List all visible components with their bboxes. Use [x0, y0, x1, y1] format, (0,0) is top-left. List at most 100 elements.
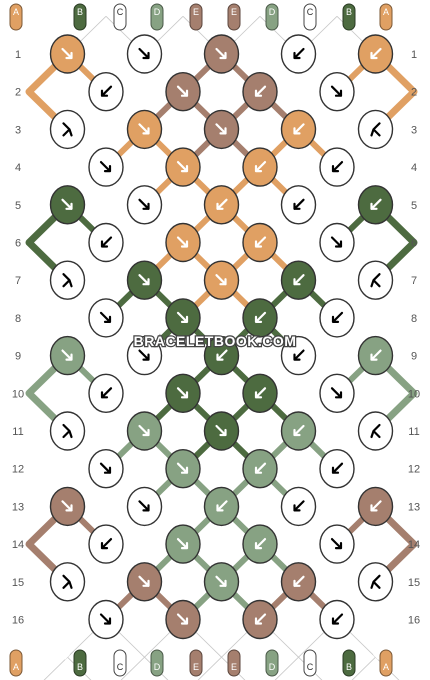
knot	[242, 599, 278, 640]
knot-arrow-icon	[370, 500, 382, 512]
strand-bottom-b	[73, 649, 87, 677]
knot	[49, 335, 86, 376]
strand-top-e-label: E	[193, 7, 199, 17]
knot-arrow-icon	[138, 198, 150, 210]
knot	[242, 524, 278, 564]
knot	[203, 260, 240, 300]
knot	[357, 411, 394, 451]
row-label-left: 14	[12, 539, 24, 551]
row-label-right: 12	[408, 464, 420, 476]
knot-layer	[49, 34, 394, 640]
row-label-right: 5	[411, 200, 417, 212]
knot-arrow-icon	[215, 274, 227, 286]
strand-bottom-a	[379, 649, 393, 677]
knot	[126, 411, 163, 451]
knot-arrow-icon	[254, 85, 267, 97]
knot-oval	[357, 562, 394, 602]
row-label-left: 10	[12, 388, 24, 400]
knot	[280, 260, 317, 300]
knot-arrow-icon	[61, 349, 73, 361]
strand-bottom-e-label: E	[193, 662, 199, 672]
knot-arrow-icon	[370, 574, 381, 589]
knot-arrow-icon	[176, 85, 189, 97]
row-label-left: 16	[12, 615, 24, 627]
knot-arrow-icon	[293, 123, 305, 135]
strand-top-c-label: C	[117, 7, 124, 17]
knot-oval	[49, 109, 86, 150]
grid-line	[197, 656, 222, 680]
knot-arrow-icon	[330, 85, 343, 97]
row-label-right: 14	[408, 539, 420, 551]
grid-line	[43, 656, 68, 680]
row-label-left: 12	[12, 464, 24, 476]
strand-bottom-a-label: A	[13, 662, 19, 672]
grid-line	[351, 656, 376, 680]
knot-arrow-icon	[254, 462, 267, 474]
knot	[126, 486, 163, 527]
knot	[319, 298, 355, 338]
row-label-left: 4	[15, 162, 21, 174]
strand-bottom-c-label: C	[307, 662, 314, 672]
knot	[88, 222, 124, 263]
grid-line	[144, 656, 169, 680]
strand-top-c	[303, 3, 317, 31]
knot-arrow-icon	[100, 85, 113, 97]
knot-arrow-icon	[176, 161, 189, 173]
strand-top-e-label: E	[231, 7, 237, 17]
knot-arrow-icon	[293, 349, 305, 361]
knot	[126, 562, 163, 602]
knot-arrow-icon	[138, 500, 150, 512]
knot	[203, 562, 240, 602]
knot	[203, 335, 240, 376]
strand-top-b-label: B	[346, 7, 352, 17]
knot	[319, 222, 355, 263]
strand-bottom-b-label: B	[77, 662, 83, 672]
knot	[357, 34, 394, 74]
knot	[88, 449, 124, 489]
row-label-left: 2	[15, 87, 21, 99]
strand-top-d-label: D	[154, 7, 161, 17]
knot-arrow-icon	[370, 198, 382, 210]
knot	[203, 109, 240, 150]
knot	[126, 185, 163, 225]
knot	[49, 109, 86, 150]
knot	[357, 562, 394, 602]
row-label-left: 13	[12, 501, 24, 513]
strand-bottom-b	[342, 649, 356, 677]
knot	[165, 373, 201, 413]
knot	[319, 449, 355, 489]
knot	[319, 71, 355, 112]
knot	[49, 260, 86, 300]
knot-arrow-icon	[138, 349, 150, 361]
knot-arrow-icon	[176, 311, 189, 323]
knot	[88, 373, 124, 413]
knot-oval	[49, 411, 86, 451]
knot-arrow-icon	[293, 500, 305, 512]
strand-top-a	[9, 3, 23, 31]
knot-arrow-icon	[331, 311, 344, 323]
row-label-left: 15	[12, 577, 24, 589]
knot-arrow-icon	[176, 387, 189, 399]
row-label-left: 1	[15, 49, 21, 61]
knot-arrow-icon	[62, 122, 73, 137]
knot-arrow-icon	[370, 122, 381, 137]
knot-arrow-icon	[176, 537, 189, 550]
knot-arrow-icon	[331, 613, 344, 625]
knot	[126, 109, 163, 150]
knot-arrow-icon	[61, 500, 73, 512]
grid-line	[221, 656, 246, 680]
strand-bottom-e	[189, 649, 203, 677]
strand-top-d-label: D	[269, 7, 276, 17]
knot-arrow-icon	[138, 123, 150, 135]
knot	[242, 373, 278, 413]
knot-arrow-icon	[99, 462, 112, 474]
knot-arrow-icon	[62, 423, 73, 439]
knot-arrow-icon	[293, 198, 305, 210]
knot	[357, 335, 394, 376]
knot-arrow-icon	[138, 274, 150, 286]
knot-arrow-icon	[215, 575, 227, 587]
knot	[49, 562, 86, 602]
knot-arrow-icon	[215, 424, 227, 437]
knot	[203, 34, 240, 74]
